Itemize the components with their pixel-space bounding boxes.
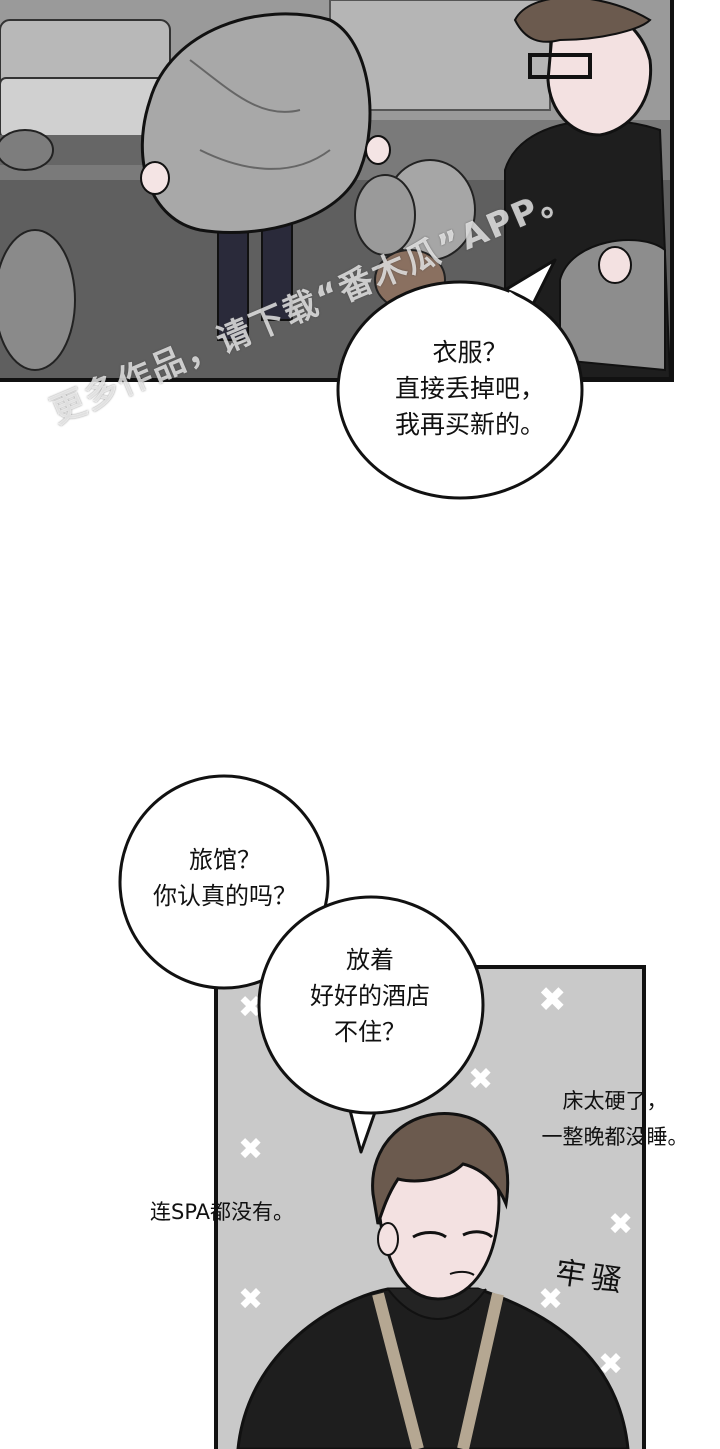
svg-text:✖: ✖ (538, 980, 567, 1020)
side-remark-right-line-1: 床太硬了， (562, 1089, 668, 1113)
svg-text:✖: ✖ (538, 1282, 563, 1317)
bubble-1-line-3: 我再买新的。 (394, 410, 545, 439)
bubble-2-line-1: 旅馆？ (189, 846, 261, 874)
speech-bubble-2-text: 旅馆？ 你认真的吗？ (130, 842, 320, 914)
side-remark-right-line-2: 一整晚都没睡。 (541, 1125, 689, 1149)
bubble-2-line-2: 你认真的吗？ (153, 882, 297, 910)
bubble-1-line-2: 直接丢掉吧， (394, 374, 545, 403)
side-remark-right: 床太硬了， 一整晚都没睡。 (515, 1083, 715, 1155)
svg-text:✖: ✖ (238, 1132, 263, 1167)
svg-text:✖: ✖ (608, 1207, 633, 1242)
panel-1-illustration (0, 0, 670, 378)
speech-bubble-2-shape (118, 774, 330, 990)
speech-bubble-3-shape (257, 895, 485, 1154)
bubble-3-line-1: 放着 (346, 946, 394, 974)
speech-bubble-1-shape (336, 258, 584, 500)
svg-text:✖: ✖ (238, 1282, 263, 1317)
side-remark-left: 连SPA都没有。 (150, 1200, 295, 1224)
bubble-3-line-2: 好好的酒店 (310, 982, 430, 1010)
speech-bubble-3-text: 放着 好好的酒店 不住？ (270, 942, 470, 1050)
bubble-3-line-3: 不住？ (334, 1018, 406, 1046)
comic-panel-1 (0, 0, 674, 382)
svg-text:✖: ✖ (468, 1062, 493, 1097)
speech-bubble-1-text: 衣服？ 直接丢掉吧， 我再买新的。 (370, 335, 570, 443)
bubble-1-line-1: 衣服？ (432, 338, 508, 367)
